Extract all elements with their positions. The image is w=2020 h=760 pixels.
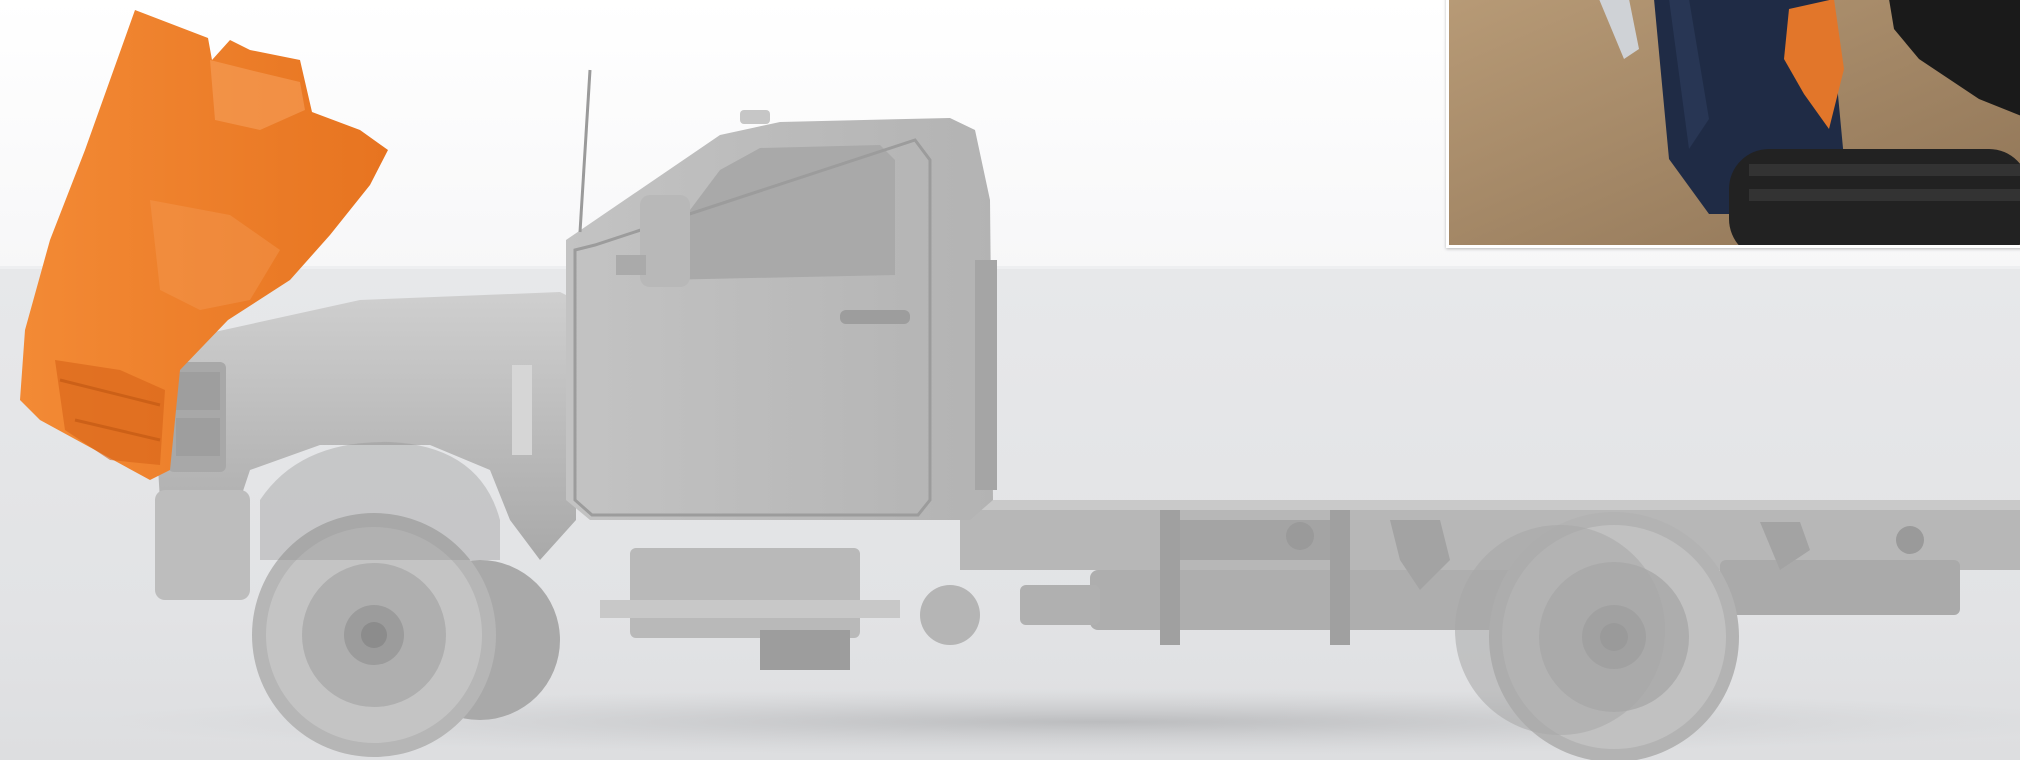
fuel-tank [600,548,980,670]
side-mirror [640,195,690,287]
inset-photo-art [1449,0,2020,245]
cab-window [660,145,895,280]
cab-door [573,138,932,517]
open-hood-icon [20,10,388,480]
mechanic-photo-icon [1446,0,2020,248]
cab [566,69,997,520]
horizon-line [0,266,2020,269]
antenna [578,69,592,233]
front-wheel [252,513,560,757]
rear-inner-wheel [1455,525,1665,735]
door-handle [840,310,910,324]
front-body [155,292,576,600]
